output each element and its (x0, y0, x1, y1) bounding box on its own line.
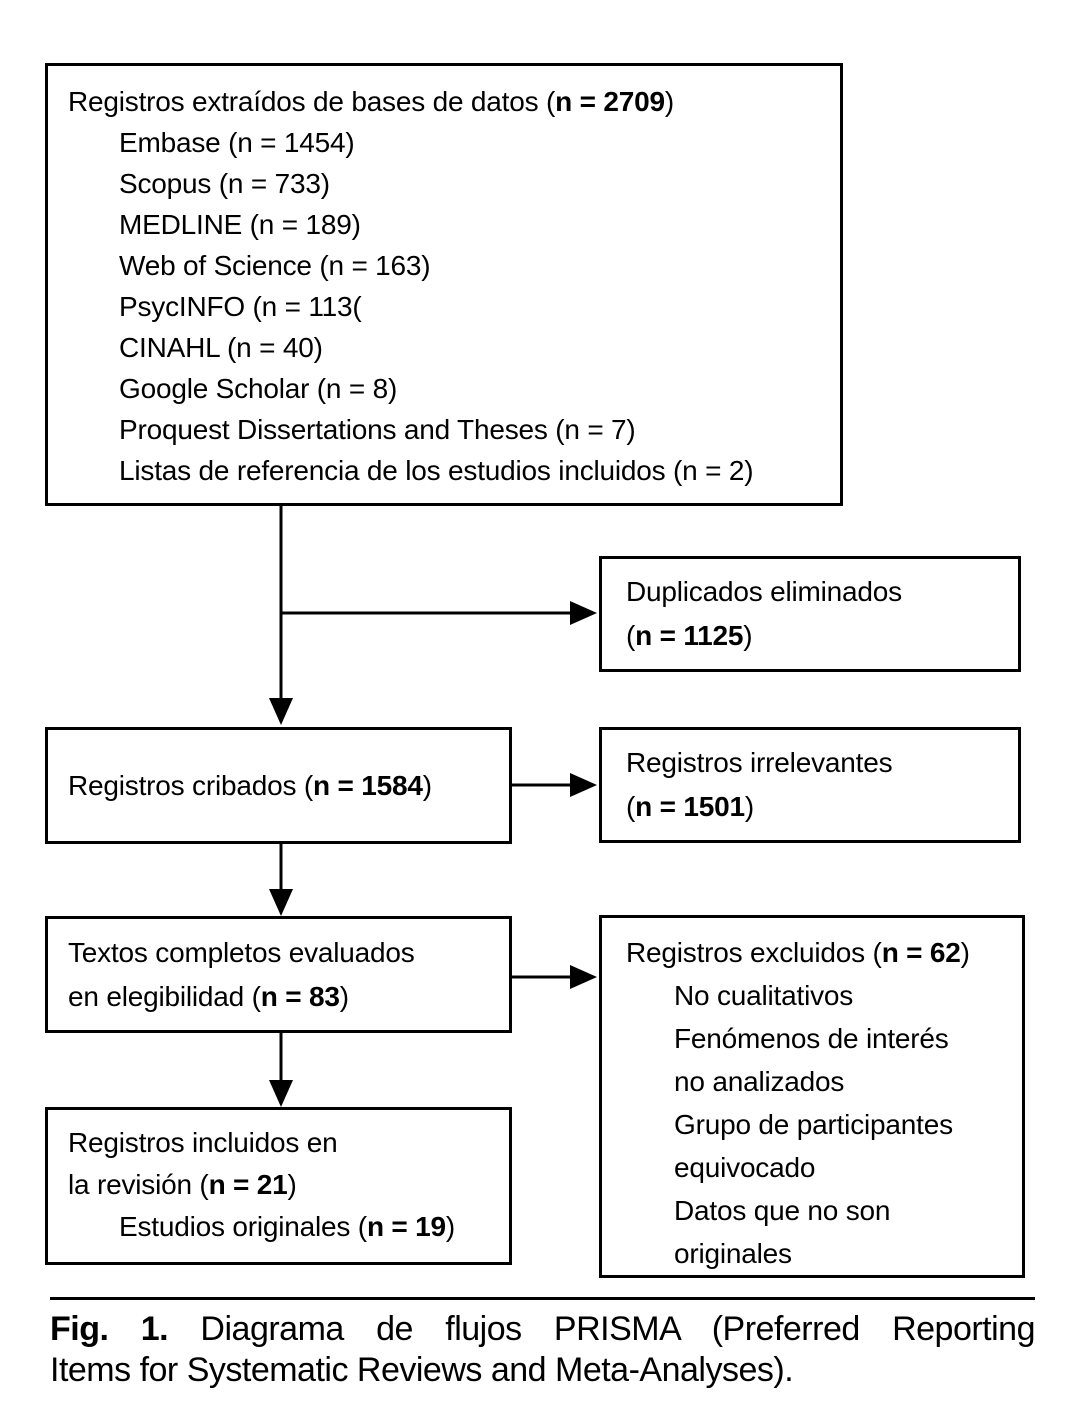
source-item: Web of Science (n = 163) (119, 250, 431, 281)
source-item: Listas de referencia de los estudios inc… (119, 455, 754, 486)
records-included-line2: la revisión (n = 21) (68, 1169, 297, 1200)
exclusion-reason: originales (674, 1238, 792, 1269)
records-excluded-title: Registros excluidos (n = 62) (626, 937, 970, 968)
source-item: Embase (n = 1454) (119, 127, 355, 158)
exclusion-reason: equivocado (674, 1152, 816, 1183)
exclusion-reason: Grupo de participantes (674, 1109, 953, 1140)
fulltext-assessed-line2: en elegibilidad (n = 83) (68, 980, 349, 1012)
caption-divider (50, 1297, 1035, 1300)
arrow-fulltext-to-included (269, 1033, 293, 1107)
caption-line2: Items for Systematic Reviews and Meta-An… (50, 1351, 794, 1389)
records-included-box: Registros incluidos en la revisión (n = … (45, 1107, 512, 1265)
irrelevant-records-label: Registros irrelevantes (626, 747, 893, 778)
source-item: Proquest Dissertations and Theses (n = 7… (119, 414, 636, 445)
source-item: PsycINFO (n = 113( (119, 291, 362, 322)
caption-label: Fig. 1. (50, 1310, 169, 1348)
caption-line1: Fig. 1. Diagrama de flujos PRISMA (Prefe… (50, 1310, 1036, 1348)
records-screened-box: Registros cribados (n = 1584) (45, 727, 512, 844)
irrelevant-records-box: Registros irrelevantes (n = 1501) (599, 727, 1021, 843)
arrow-fulltext-to-excluded (512, 965, 597, 989)
irrelevant-records-count: (n = 1501) (626, 791, 754, 822)
duplicates-removed-box: Duplicados eliminados (n = 1125) (599, 556, 1021, 672)
original-studies-line: Estudios originales (n = 19) (119, 1211, 456, 1242)
identification-title: Registros extraídos de bases de datos (n… (68, 86, 674, 117)
source-item: Scopus (n = 733) (119, 168, 330, 199)
records-included-line1: Registros incluidos en (68, 1127, 338, 1158)
arrow-screened-to-fulltext (269, 844, 293, 916)
fulltext-assessed-box: Textos completos evaluados en elegibilid… (45, 916, 512, 1033)
records-screened-label: Registros cribados (n = 1584) (68, 770, 432, 801)
arrow-to-duplicates-removed (281, 601, 597, 625)
fulltext-assessed-line1: Textos completos evaluados (68, 936, 415, 968)
records-excluded-box: Registros excluidos (n = 62) No cualitat… (599, 915, 1025, 1278)
arrow-screened-to-irrelevant (512, 773, 597, 797)
exclusion-reason: no analizados (674, 1066, 845, 1097)
exclusion-reason: Datos que no son (674, 1195, 891, 1226)
exclusion-reason: Fenómenos de interés (674, 1023, 949, 1054)
figure-caption: Fig. 1. Diagrama de flujos PRISMA (Prefe… (50, 1309, 1036, 1391)
duplicates-removed-label: Duplicados eliminados (626, 576, 902, 607)
exclusion-reason: No cualitativos (674, 980, 854, 1011)
duplicates-removed-count: (n = 1125) (626, 620, 753, 651)
source-item: MEDLINE (n = 189) (119, 209, 361, 240)
source-item: CINAHL (n = 40) (119, 332, 323, 363)
arrow-identification-to-screened (269, 506, 293, 725)
identification-box: Registros extraídos de bases de datos (n… (45, 63, 843, 506)
source-item: Google Scholar (n = 8) (119, 373, 398, 404)
